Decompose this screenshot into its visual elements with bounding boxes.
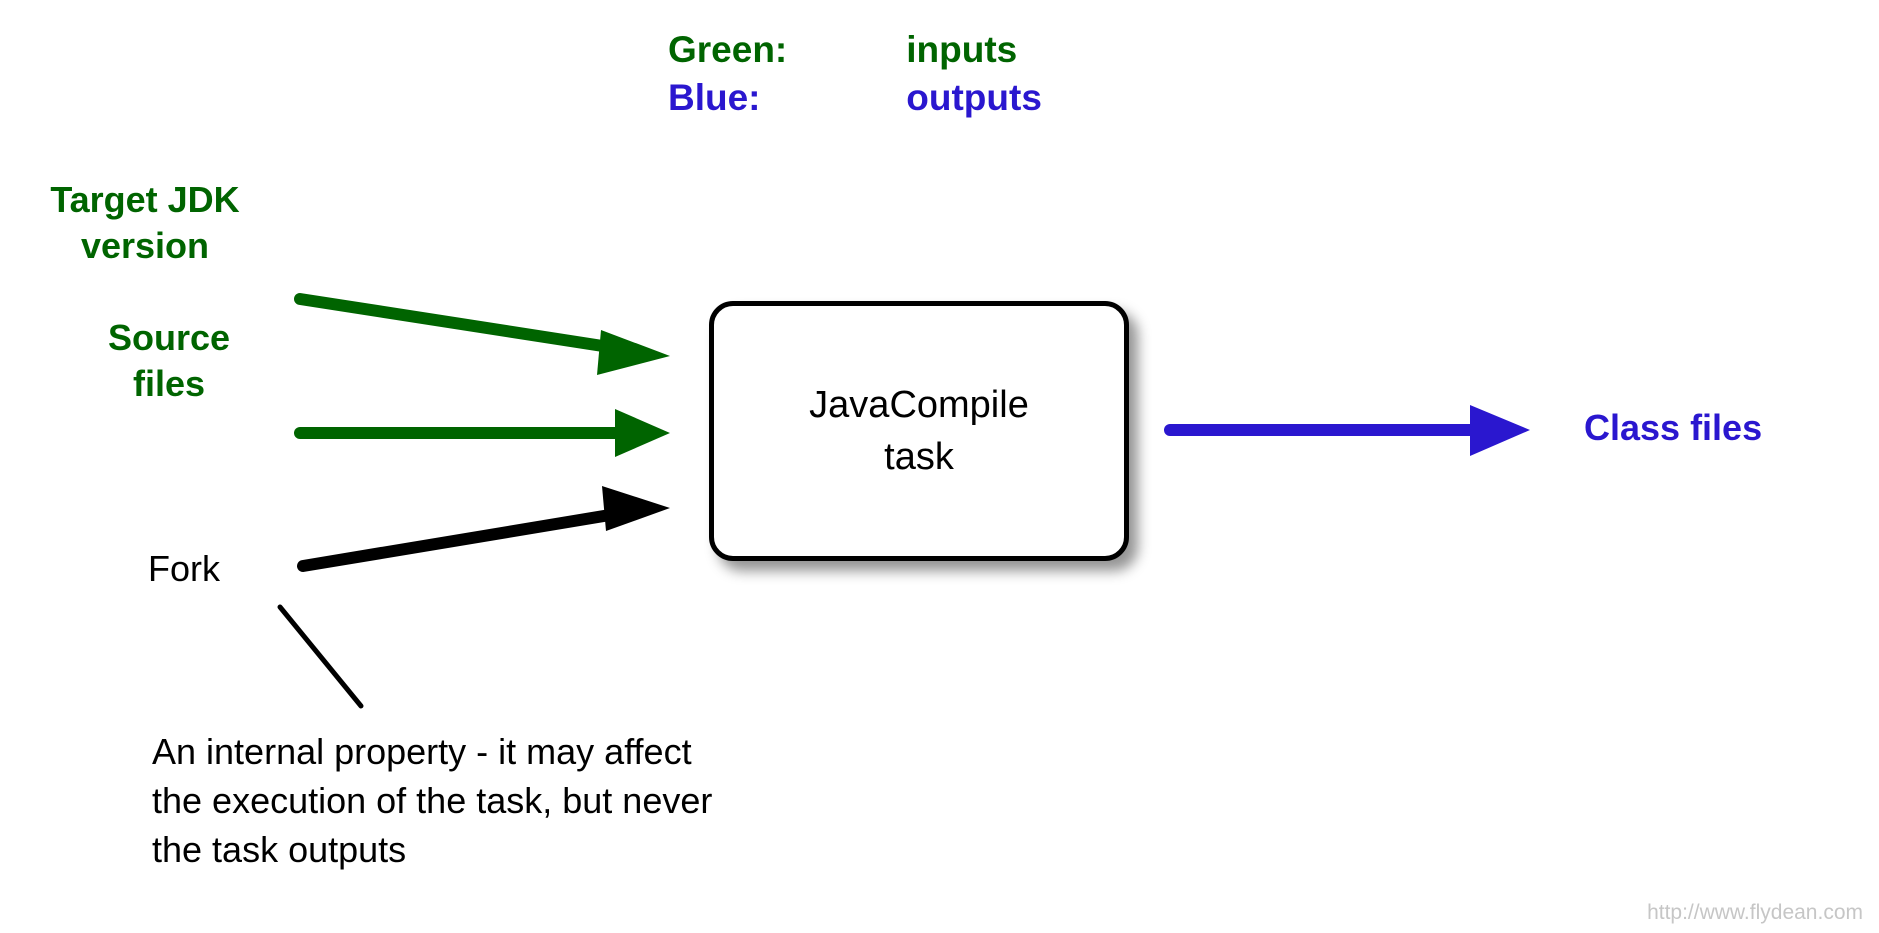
input-label-fork: Fork <box>148 548 220 589</box>
blue-horizontal-arrow <box>1164 405 1530 456</box>
javacompile-task-box: JavaCompile task <box>709 301 1129 561</box>
legend-row-blue: Blue: outputs <box>668 74 1042 122</box>
footer-watermark: http://www.flydean.com <box>1647 901 1863 924</box>
output-label-class-files: Class files <box>1584 407 1763 448</box>
legend-key-green: Green: <box>668 29 788 70</box>
legend-key-blue: Blue: <box>668 77 761 118</box>
legend-value-inputs: inputs <box>906 29 1018 70</box>
black-sloped-up-arrow <box>297 486 670 572</box>
legend: Green: inputs Blue: outputs <box>668 26 1042 122</box>
input-label-source-files: Source files <box>107 317 231 404</box>
green-sloped-down-arrow <box>294 293 670 375</box>
legend-value-outputs: outputs <box>906 77 1042 118</box>
task-box-label: JavaCompile task <box>809 384 1029 478</box>
legend-row-green: Green: inputs <box>668 26 1042 74</box>
green-horizontal-arrow <box>294 409 670 457</box>
fork-annotation-text: An internal property - it may affect the… <box>152 731 713 870</box>
input-label-target-jdk-version: Target JDK version <box>50 179 240 266</box>
fork-annotation-leader-line <box>277 604 364 709</box>
